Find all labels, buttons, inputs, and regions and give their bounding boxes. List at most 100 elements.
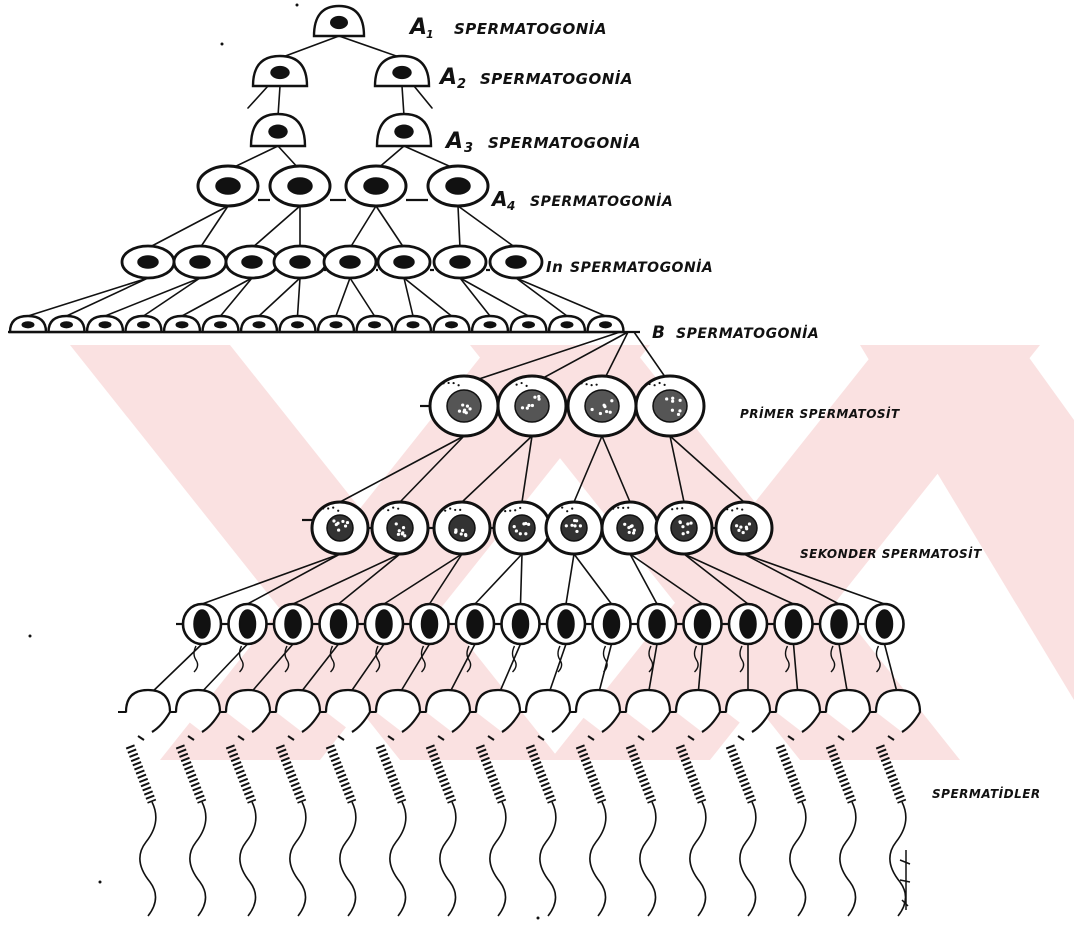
lineage-line [280,36,339,58]
chromatin-speck [458,410,461,413]
a3-name: SPERMATOGONİA [488,133,641,152]
label-a1: A 1 SPERMATOGONİA [408,15,607,41]
chromatin-speck [395,522,398,525]
chromatin-speck [463,408,466,411]
chromatin-speck [633,529,636,532]
cell-sekonder [656,502,712,554]
cell-in [490,246,542,278]
granule [561,506,563,508]
chromatin-speck [537,398,540,401]
chromatin-speck [671,400,674,403]
nucleus [288,178,312,194]
nucleus [877,610,893,638]
label-a2: A 2 SPERMATOGONİA [438,65,633,92]
lineage-line [259,278,300,316]
label-in: In SPERMATOGONİA [546,258,713,276]
stray-dot [221,43,224,46]
granule [448,382,450,384]
lineage-line [376,206,404,248]
chromatin-speck [401,532,404,535]
nucleus [392,66,411,79]
nucleus [467,610,483,638]
flagellum [890,802,906,916]
cell-spermatid-round [729,604,767,644]
granule [444,510,446,512]
chromatin-speck [573,524,576,527]
chromatin-speck [575,530,578,533]
chromatin-speck [735,524,738,527]
cell-primer [498,376,566,436]
granule [521,382,523,384]
chromatin-speck [346,521,349,524]
nucleus [190,256,210,268]
midpiece [330,746,352,802]
cell-a3 [377,114,431,146]
flagellum [290,802,306,916]
a1-prefix: A [408,15,427,40]
in-prefix: In [546,258,563,276]
nucleus [450,256,470,268]
granule [617,507,619,509]
chromatin-speck [579,524,582,527]
chromatin-speck [623,523,626,526]
chromatin-speck [686,531,689,534]
nucleus [253,321,266,328]
nucleus [407,321,420,328]
cell-primer [636,376,704,436]
flagellum [140,802,156,916]
nucleus [270,66,289,79]
granule [327,507,329,509]
granule [612,507,614,509]
cell-a2 [253,56,307,86]
cell-b [203,316,239,332]
cell-in [274,246,326,278]
nucleus [653,390,687,422]
chromatin-speck [398,529,401,532]
granule [736,507,738,509]
chromatin-speck [677,413,680,416]
granule [731,509,733,511]
nucleus [290,256,310,268]
chromatin-speck [466,405,469,408]
nucleus [376,610,392,638]
cell-primer [430,376,498,436]
flagellum [190,802,206,916]
nucleus [216,178,240,194]
flagellum [690,802,706,916]
lineage-line [498,644,521,696]
chromatin-speck [689,521,692,524]
cell-spermatid-round [365,604,403,644]
chromatin-speck [610,399,613,402]
chromatin-speck [464,533,467,536]
chromatin-speck [336,522,339,525]
chromatin-speck [679,399,682,402]
acrosome [738,736,744,740]
a1-name: SPERMATOGONİA [454,19,607,38]
label-a4: A 4 SPERMATOGONİA [490,187,673,213]
chromatin-speck [524,522,527,525]
chromatin-speck [519,532,522,535]
acrosome [138,736,144,740]
cell-sekonder [602,502,658,554]
nucleus [387,515,413,541]
cell-spermatid-round [411,604,449,644]
a2-prefix: A [438,65,457,90]
nucleus [22,321,35,328]
granule [627,507,629,509]
granule [392,507,394,509]
nucleus [60,321,73,328]
granule [581,382,583,384]
chromatin-speck [565,524,568,527]
chromatin-speck [665,397,668,400]
nucleus [561,321,574,328]
granule [322,507,324,509]
cell-a4 [198,166,258,206]
granule [453,382,455,384]
chromatin-speck [521,406,524,409]
chromatin-speck [531,404,534,407]
cell-spermatid-round [593,604,631,644]
granule [566,510,568,512]
lineage-line [200,206,228,248]
lineage-line [414,86,432,108]
b-name: SPERMATOGONİA [676,325,819,342]
